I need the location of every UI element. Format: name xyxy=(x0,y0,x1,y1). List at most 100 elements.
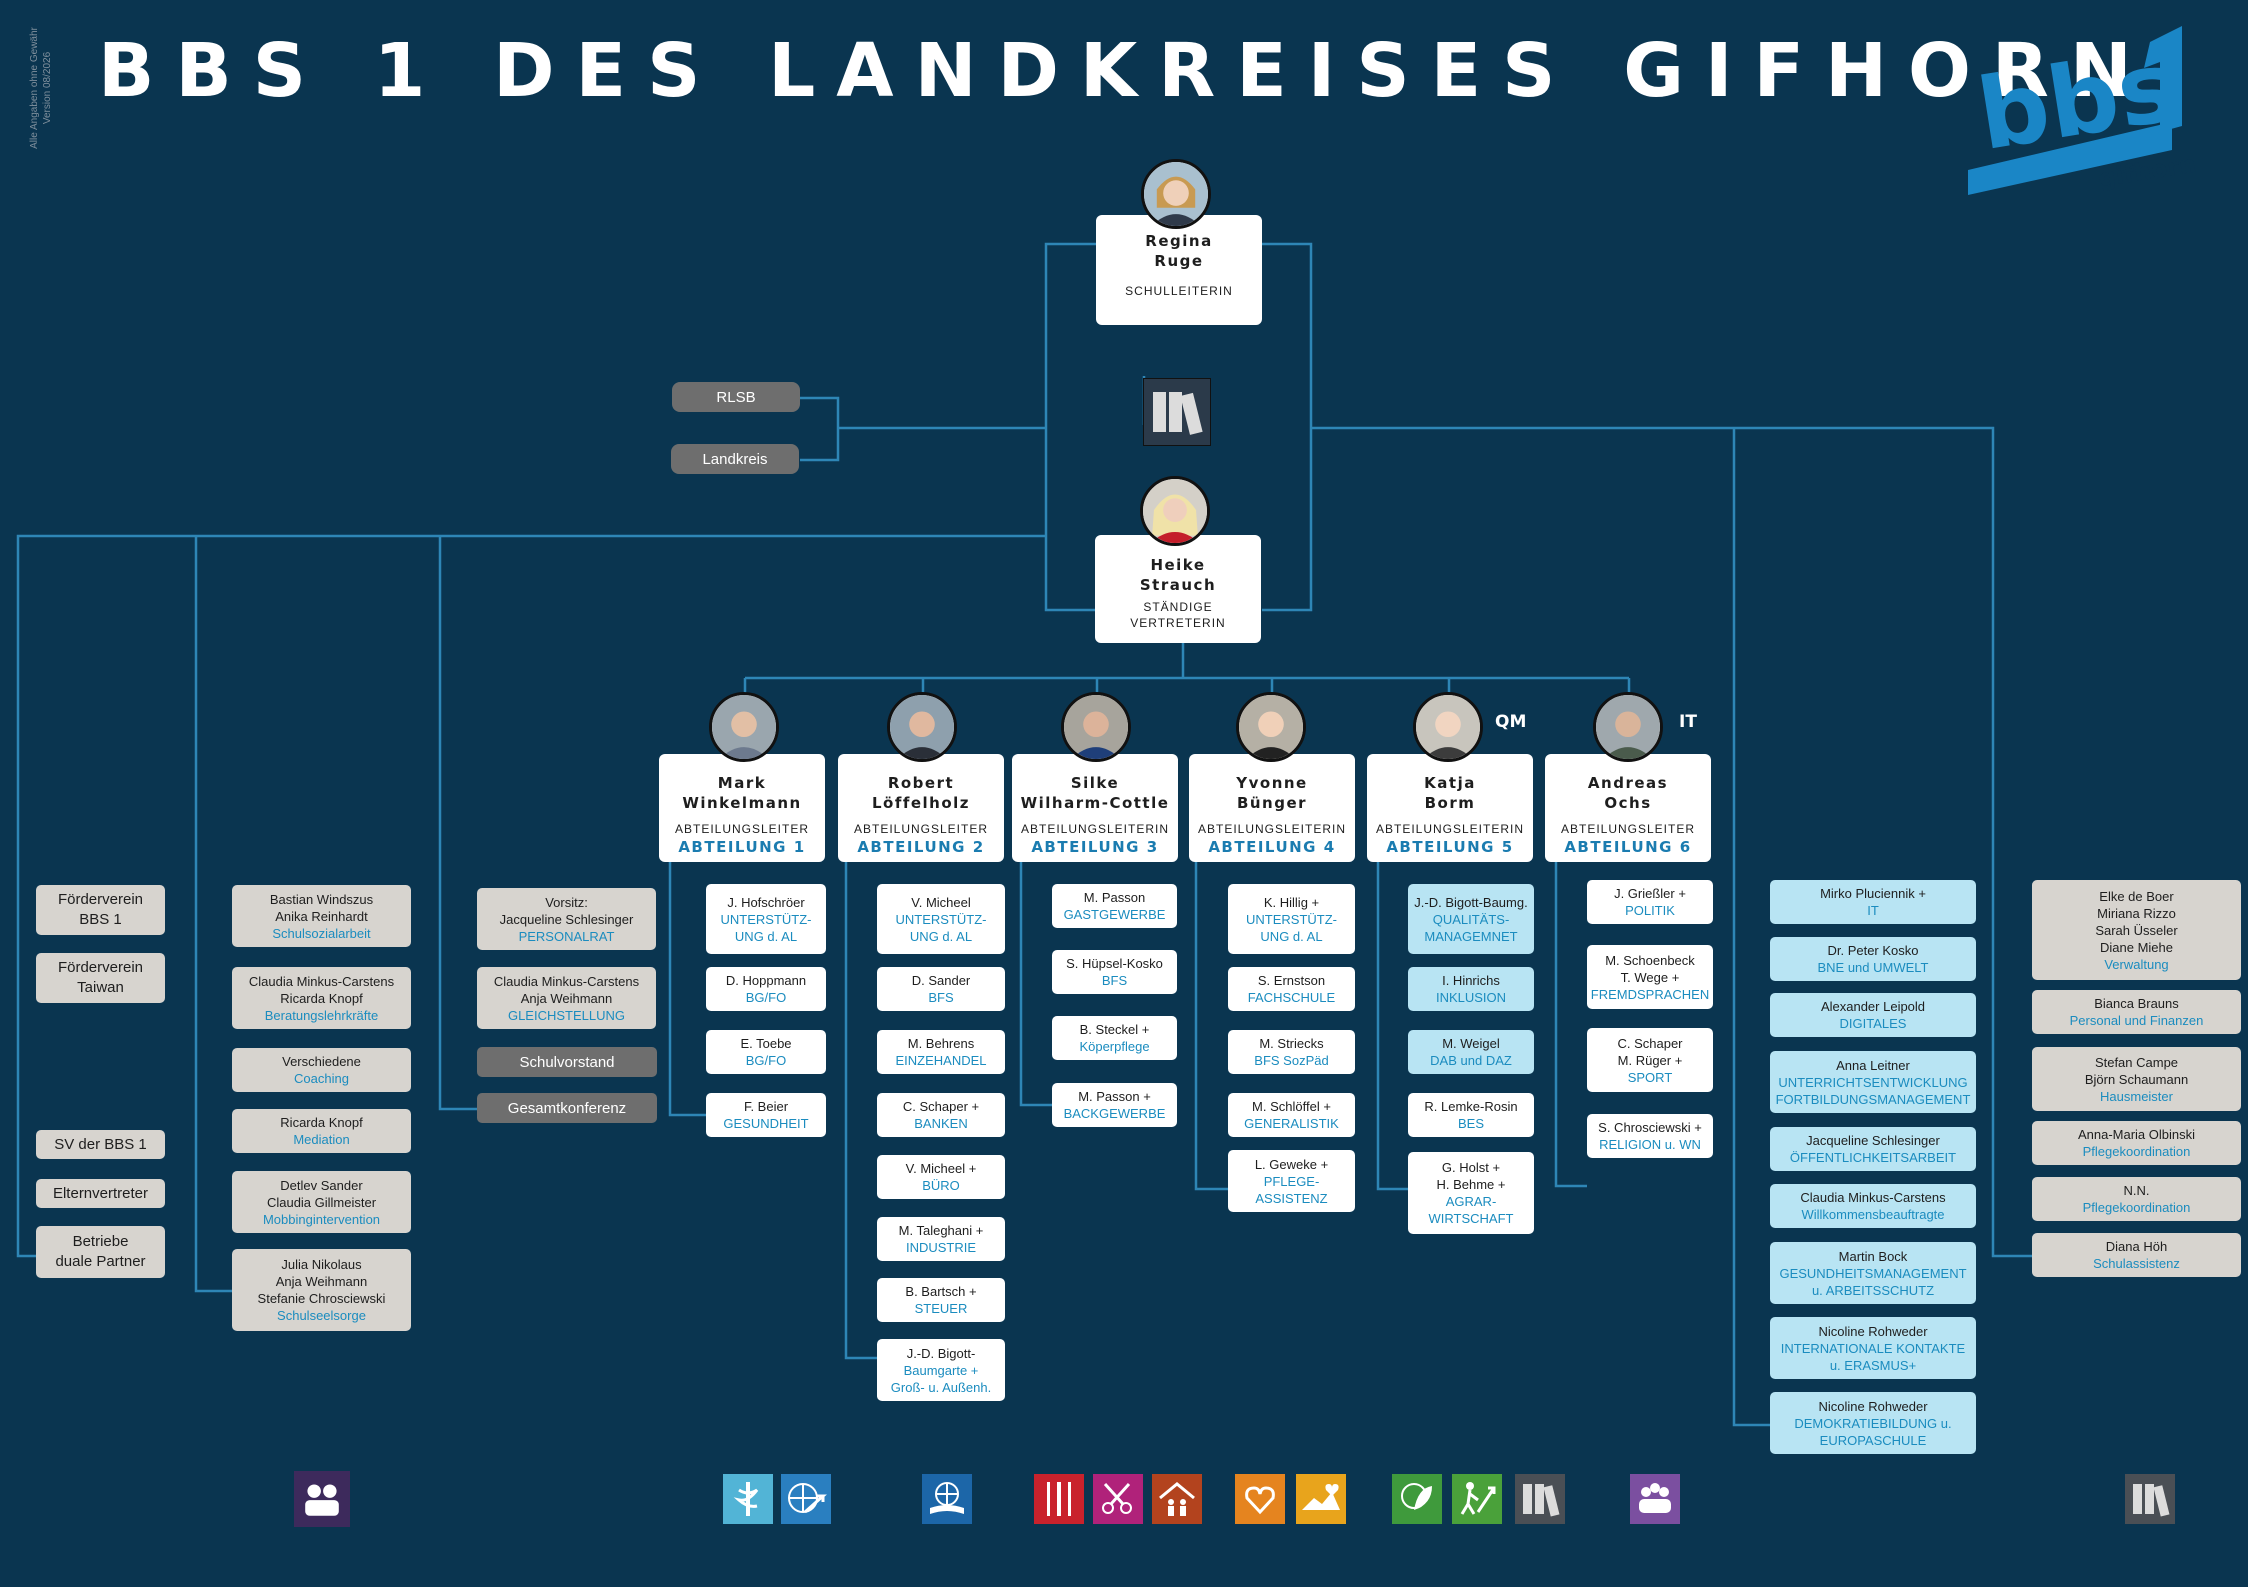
item-line: M. Taleghani + xyxy=(898,1223,984,1238)
staff-function-box-line: Anna Leitner xyxy=(1836,1057,1910,1073)
department-item: B. Steckel +Köperpflege xyxy=(1052,1016,1177,1060)
department-head-last-name: Löffelholz xyxy=(871,794,971,812)
globe-leaf-icon xyxy=(1392,1474,1442,1524)
landkreis-label: Landkreis xyxy=(702,450,768,468)
support-box-line: Förderverein xyxy=(57,891,144,908)
item-line: SPORT xyxy=(1627,1069,1673,1085)
counseling-box-line: Claudia Gillmeister xyxy=(266,1194,377,1210)
item-line: QUALITÄTS- xyxy=(1432,911,1510,927)
item-line: AGRAR- xyxy=(1445,1194,1497,1209)
deputy-first-name: Heike xyxy=(1150,556,1206,574)
department-head-photo xyxy=(1061,692,1131,762)
department-head-role: ABTEILUNGSLEITER xyxy=(674,822,810,836)
committee-box-line: Claudia Minkus-Carstens xyxy=(493,973,640,989)
staff-function-box-line: INTERNATIONALE KONTAKTE xyxy=(1780,1340,1966,1356)
version-note: Alle Angaben ohne Gewähr Version 08/2026 xyxy=(28,4,54,172)
item-line: UNTERSTÜTZ- xyxy=(895,911,987,927)
item-line: I. Hinrichs xyxy=(1442,973,1500,988)
admin-box-line: Sarah Üsseler xyxy=(2095,922,2178,938)
department-item: M. Taleghani +INDUSTRIE xyxy=(877,1217,1005,1261)
support-box-line: Taiwan xyxy=(77,979,124,996)
item-line: M. Passon + xyxy=(1078,1089,1151,1104)
department-head-first-name: Andreas xyxy=(1587,774,1669,792)
counseling-box-line: Mobbingintervention xyxy=(262,1211,381,1227)
department-item: J.-D. Bigott-Baumg.QUALITÄTS-MANAGEMNET xyxy=(1408,884,1534,954)
admin-box-line: Diana Höh xyxy=(2105,1239,2168,1254)
department-number: ABTEILUNG 3 xyxy=(1031,838,1159,856)
version-text: Version 08/2026 xyxy=(42,51,53,125)
item-line: STEUER xyxy=(914,1301,968,1316)
scissors-icon xyxy=(1093,1474,1143,1524)
item-line: V. Micheel xyxy=(911,894,971,910)
department-number: ABTEILUNG 4 xyxy=(1208,838,1336,856)
item-line: C. Schaper + xyxy=(902,1099,980,1114)
department-tag-it: IT xyxy=(1679,712,1697,732)
meeting-people-icon xyxy=(294,1471,350,1527)
department-head-role: ABTEILUNGSLEITERIN xyxy=(1375,822,1525,836)
item-line: MANAGEMNET xyxy=(1424,928,1518,944)
department-number: ABTEILUNG 2 xyxy=(857,838,985,856)
department-head-role: ABTEILUNGSLEITERIN xyxy=(1197,822,1347,836)
item-line: ASSISTENZ xyxy=(1255,1190,1328,1206)
department-item: L. Geweke +PFLEGE-ASSISTENZ xyxy=(1228,1150,1355,1212)
department-head-last-name: Winkelmann xyxy=(682,794,802,812)
committee-box-line: GLEICHSTELLUNG xyxy=(507,1007,626,1023)
committee-box-line: PERSONALRAT xyxy=(518,928,615,944)
counseling-box-line: Julia Nikolaus xyxy=(281,1257,362,1272)
admin-box: N.N.Pflegekoordination xyxy=(2032,1177,2241,1221)
staff-function-box-line: Mirko Pluciennik + xyxy=(1820,886,1926,901)
item-line: GENERALISTIK xyxy=(1244,1116,1339,1131)
staff-function-box-line: EUROPASCHULE xyxy=(1819,1432,1927,1448)
committee-box-line: Vorsitz: xyxy=(545,894,588,910)
committee-dark-box: Gesamtkonferenz xyxy=(477,1093,657,1123)
heart-landscape-icon xyxy=(1296,1474,1346,1524)
item-line: EINZEHANDEL xyxy=(895,1053,987,1068)
committee-box-line: Jacqueline Schlesinger xyxy=(499,911,634,927)
item-line: RELIGION u. WN xyxy=(1599,1137,1701,1152)
deputy-card: Heike Strauch STÄNDIGE VERTRETERIN xyxy=(1095,535,1261,643)
staff-function-box-line: Alexander Leipold xyxy=(1820,999,1926,1014)
item-line: INKLUSION xyxy=(1435,990,1507,1005)
staff-function-box-line: GESUNDHEITSMANAGEMENT xyxy=(1779,1265,1967,1281)
item-line: Baumgarte + xyxy=(903,1362,979,1378)
support-box-line: Elternvertreter xyxy=(52,1184,149,1202)
staff-function-box-line: Nicoline Rohweder xyxy=(1818,1323,1928,1339)
item-line: M. Schlöffel + xyxy=(1252,1099,1331,1114)
admin-box-line: Elke de Boer xyxy=(2099,888,2174,904)
item-line: S. Chrosciewski + xyxy=(1598,1120,1702,1135)
leader-first-name: Regina xyxy=(1145,232,1213,250)
item-line: BACKGEWERBE xyxy=(1063,1106,1166,1121)
item-line: BES xyxy=(1457,1116,1484,1131)
cutlery-icon xyxy=(1034,1474,1084,1524)
department-number: ABTEILUNG 5 xyxy=(1386,838,1514,856)
item-line: BANKEN xyxy=(914,1116,968,1131)
item-line: GESUNDHEIT xyxy=(723,1116,809,1131)
item-line: S. Hüpsel-Kosko xyxy=(1066,956,1163,971)
counseling-box-line: Anika Reinhardt xyxy=(275,908,368,924)
staff-function-box-line: BNE und UMWELT xyxy=(1817,960,1929,975)
item-line: BFS xyxy=(928,990,954,1005)
staff-function-box-line: Willkommensbeauftragte xyxy=(1801,1207,1945,1222)
staff-function-box-line: IT xyxy=(1867,903,1879,918)
binders-icon xyxy=(1143,378,1211,446)
department-item: J.-D. Bigott-Baumgarte +Groß- u. Außenh. xyxy=(877,1339,1005,1401)
department-head-last-name: Borm xyxy=(1424,794,1476,812)
